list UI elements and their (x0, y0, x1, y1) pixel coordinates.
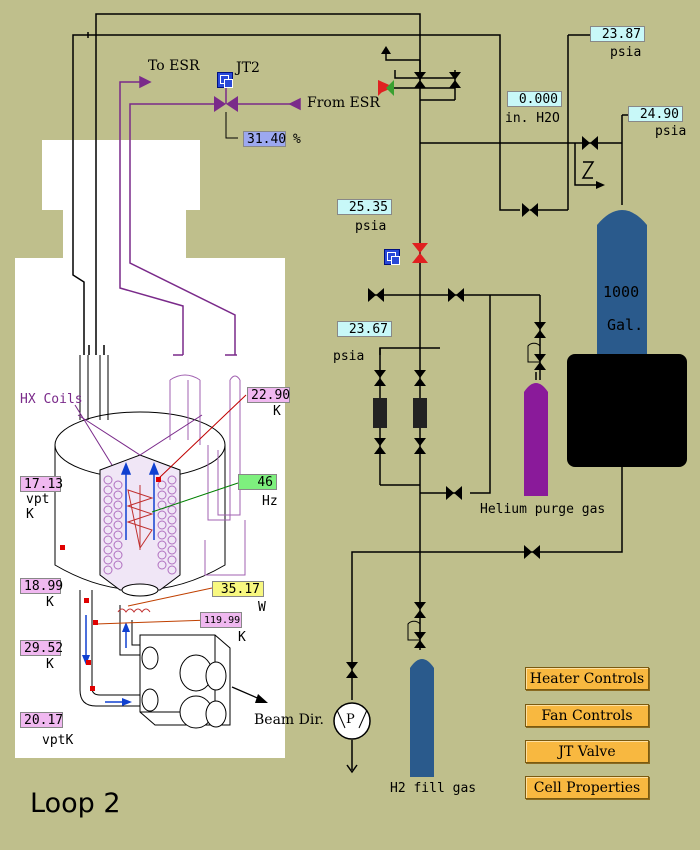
heater-power-unit: W (258, 600, 266, 615)
temp-a-unit: K (46, 595, 54, 610)
h2-fill-label: H2 fill gas (390, 781, 477, 796)
to-esr-label: To ESR (148, 58, 200, 74)
pump-label: P (346, 712, 355, 727)
valves[interactable] (346, 72, 598, 678)
pressure-top-unit: psia (610, 45, 642, 60)
helium-purge-label: Helium purge gas (480, 502, 606, 517)
vent-lines (72, 13, 520, 355)
temp-heater-readout: 119.99 (200, 612, 242, 628)
heater-controls-button[interactable]: Heater Controls (525, 667, 649, 690)
pressure-lower-unit: psia (333, 349, 365, 364)
pressure-lower-readout: 23.67 (337, 321, 392, 337)
temp-bottom-unit: vptK (42, 733, 74, 748)
temp-top-right-readout: 22.90 (247, 387, 290, 403)
from-esr-label: From ESR (307, 95, 380, 111)
loop-title: Loop 2 (30, 788, 121, 819)
temp-b-readout: 29.52 (20, 640, 63, 656)
hx-coils-label: HX Coils (20, 392, 83, 407)
temp-top-right-unit: K (273, 404, 281, 419)
heater-power-readout: 35.17 (212, 581, 264, 597)
temp-b-unit: K (46, 657, 54, 672)
helium-bottle (524, 383, 548, 496)
temp-left-unit-vpt: vpt (26, 492, 50, 507)
fan-freq-readout: 46 (238, 474, 277, 490)
fan-freq-unit: Hz (262, 494, 278, 509)
esr-lines (119, 75, 301, 356)
pump (333, 702, 371, 740)
tank-volume-label: 1000 (603, 283, 640, 301)
h2-bottle (410, 659, 434, 777)
temp-left-unit-k: K (26, 507, 34, 522)
mid-valve-control-icon[interactable] (384, 249, 400, 265)
pressure-mid-unit: psia (355, 219, 387, 234)
jt-valve-button[interactable]: JT Valve (525, 740, 649, 763)
temp-a-readout: 18.99 (20, 578, 63, 594)
jt2-label: JT2 (236, 60, 260, 76)
temp-bottom-readout: 20.17 (20, 712, 63, 728)
jt-position-unit: % (293, 132, 301, 147)
filter-right (413, 398, 427, 428)
dp-unit: in. H2O (505, 111, 560, 126)
fan-controls-button[interactable]: Fan Controls (525, 704, 649, 727)
temp-heater-unit: K (238, 630, 246, 645)
tank-volume-unit: Gal. (607, 316, 644, 334)
filter-left (373, 398, 387, 428)
storage-tank (567, 210, 687, 467)
temp-left-readout: 17.13 (20, 476, 63, 492)
cell-properties-button[interactable]: Cell Properties (525, 776, 649, 799)
jt-position-readout: 31.40 (243, 131, 286, 147)
beam-direction-label: Beam Dir. (254, 712, 324, 728)
dp-readout: 0.000 (507, 91, 562, 107)
pressure-tank-readout: 24.90 (628, 106, 683, 122)
pressure-mid-readout: 25.35 (337, 199, 392, 215)
jt2-valve[interactable] (214, 82, 238, 139)
pressure-tank-unit: psia (655, 124, 687, 139)
jt2-control-icon[interactable] (217, 72, 233, 88)
pressure-top-readout: 23.87 (590, 26, 645, 42)
target-cell-drawing (54, 355, 268, 729)
